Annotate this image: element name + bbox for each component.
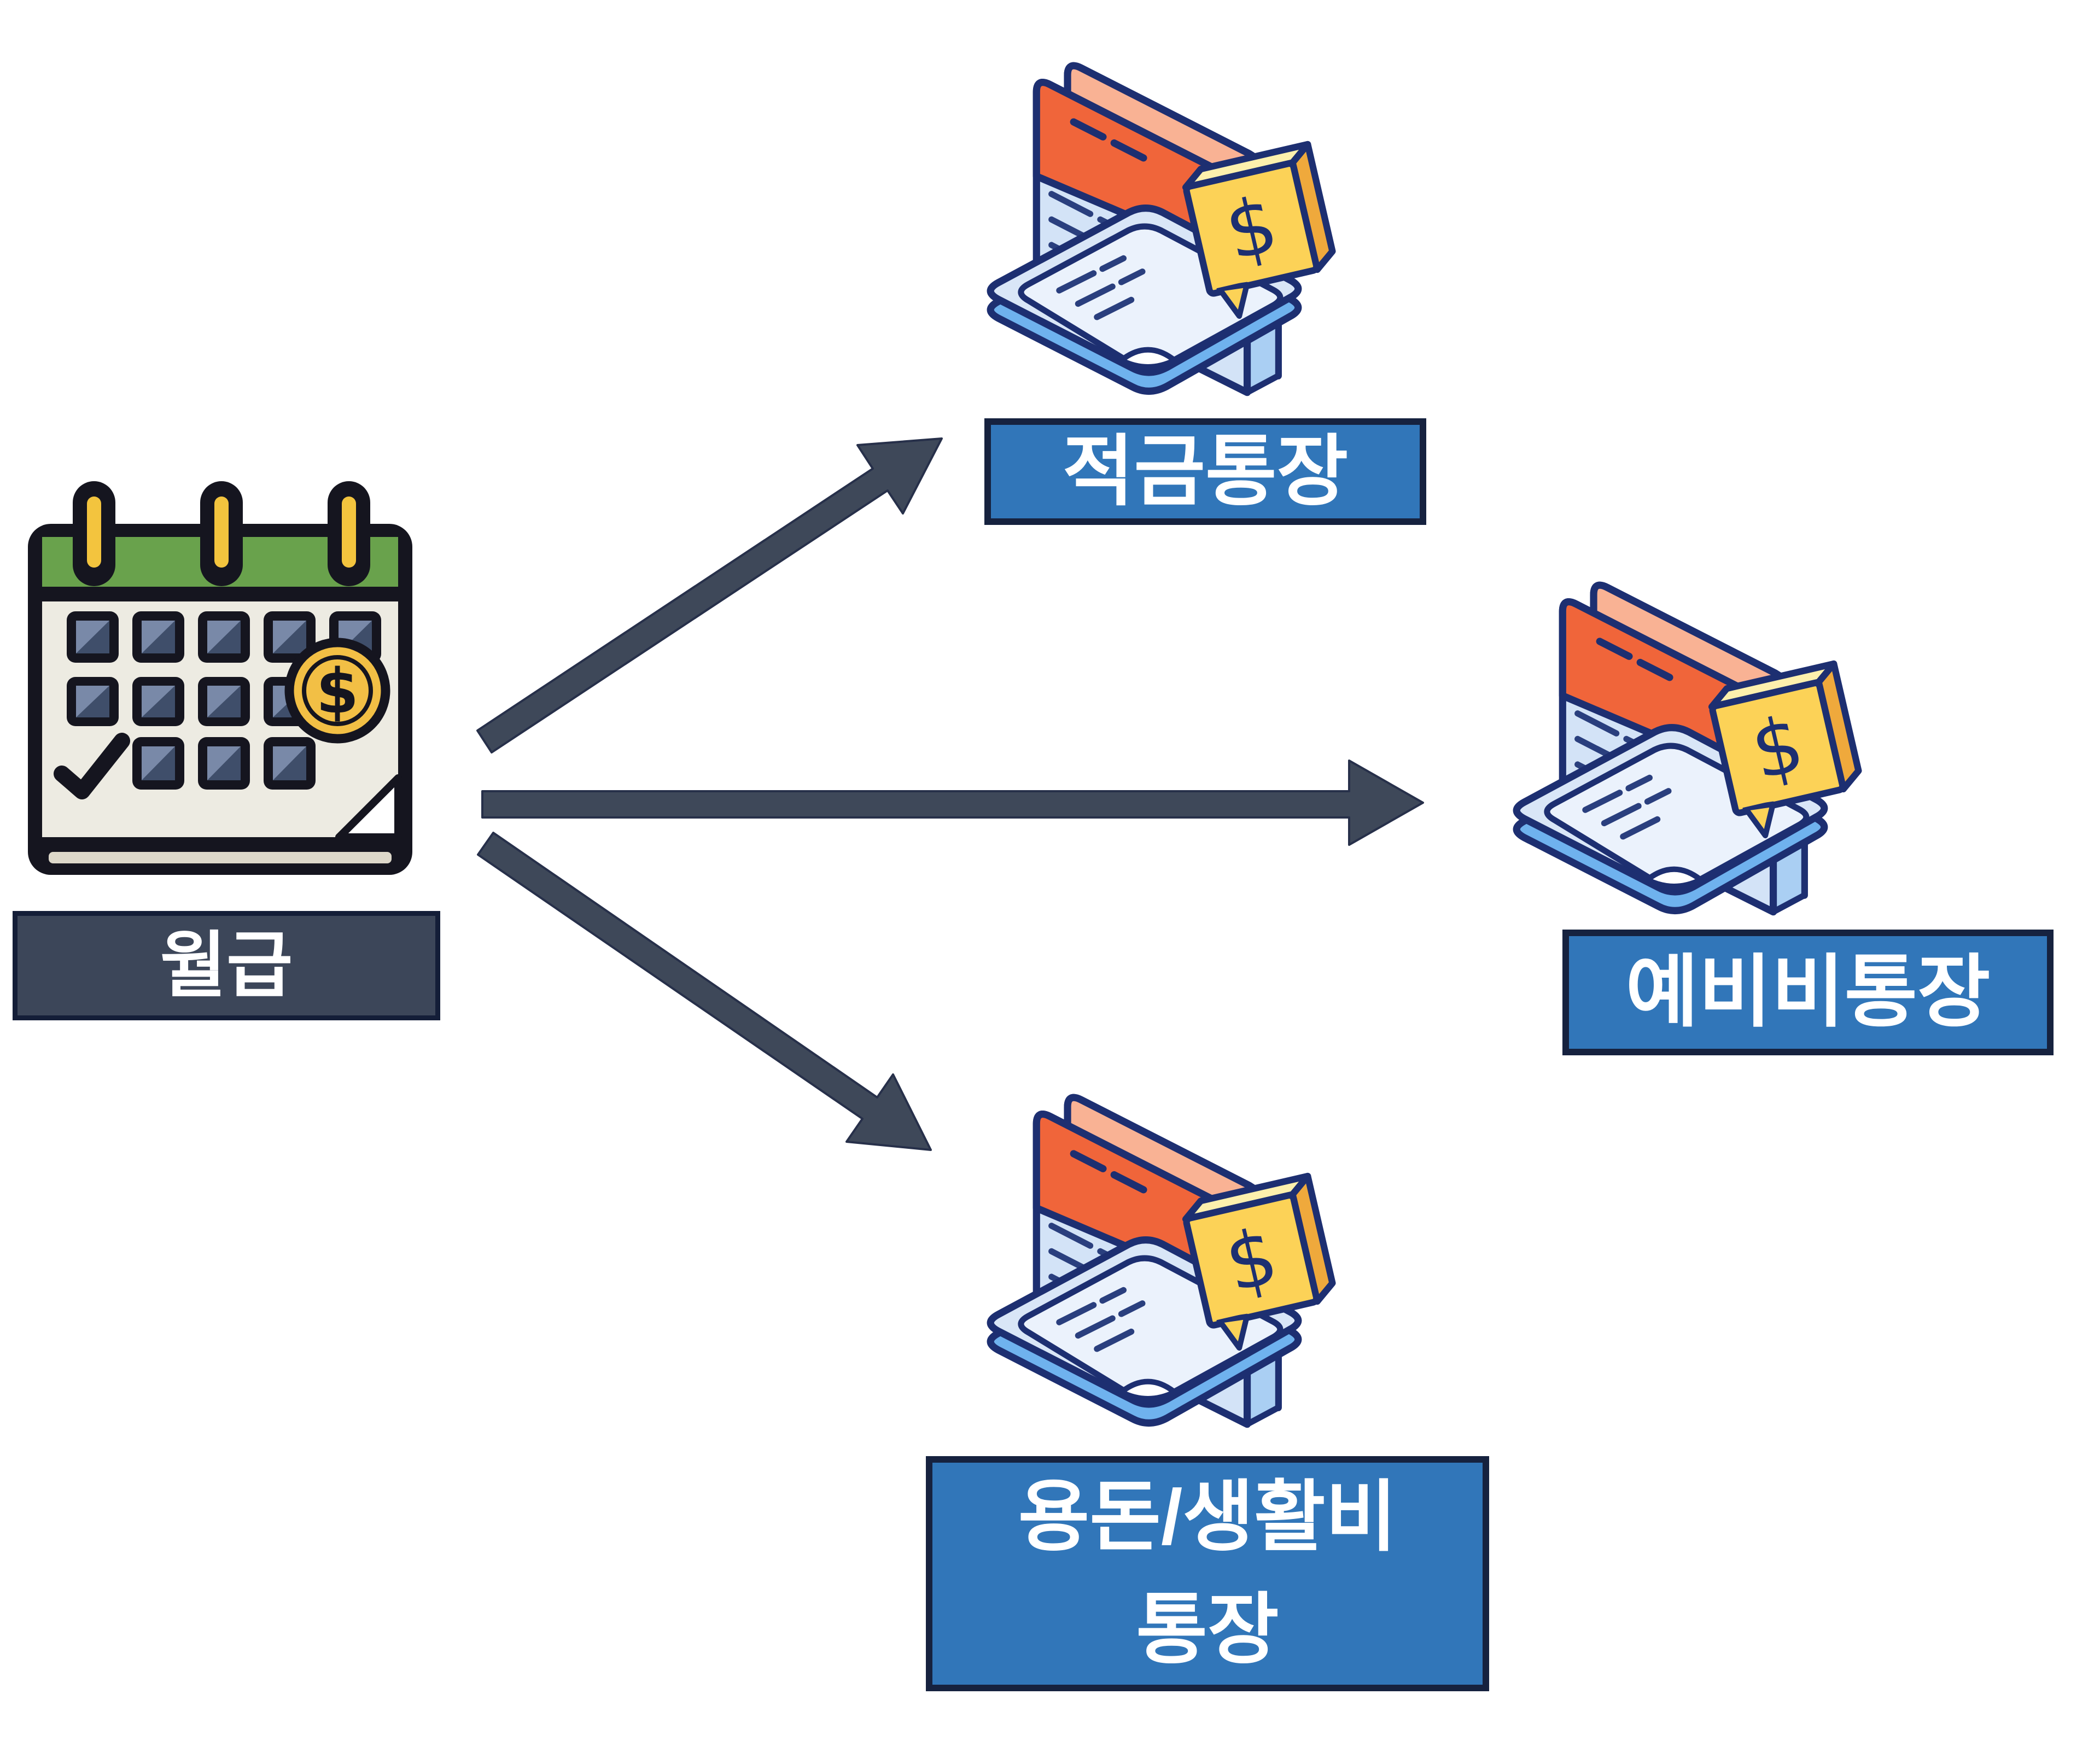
arrow-to-living-expense-account [477,832,932,1151]
arrow-to-reserve-account [481,760,1424,846]
reserve-account-label: 예비비통장 [1562,930,2054,1055]
savings-account-label-text: 적금통장 [1062,428,1349,515]
arrow-to-savings-account [476,437,943,753]
living-expense-account-label-text: 용돈/생활비 통장 [1018,1474,1397,1673]
living-expense-bankbook-icon [945,1036,1344,1435]
living-expense-account-label: 용돈/생활비 통장 [926,1456,1489,1691]
savings-bankbook-icon [945,4,1344,404]
salary-calendar-icon [25,480,416,878]
reserve-bankbook-icon [1471,524,1870,923]
salary-label-text: 월급 [160,925,293,1006]
reserve-account-label-text: 예비비통장 [1625,948,1991,1037]
savings-account-label: 적금통장 [984,418,1426,525]
salary-label: 월급 [13,911,440,1020]
